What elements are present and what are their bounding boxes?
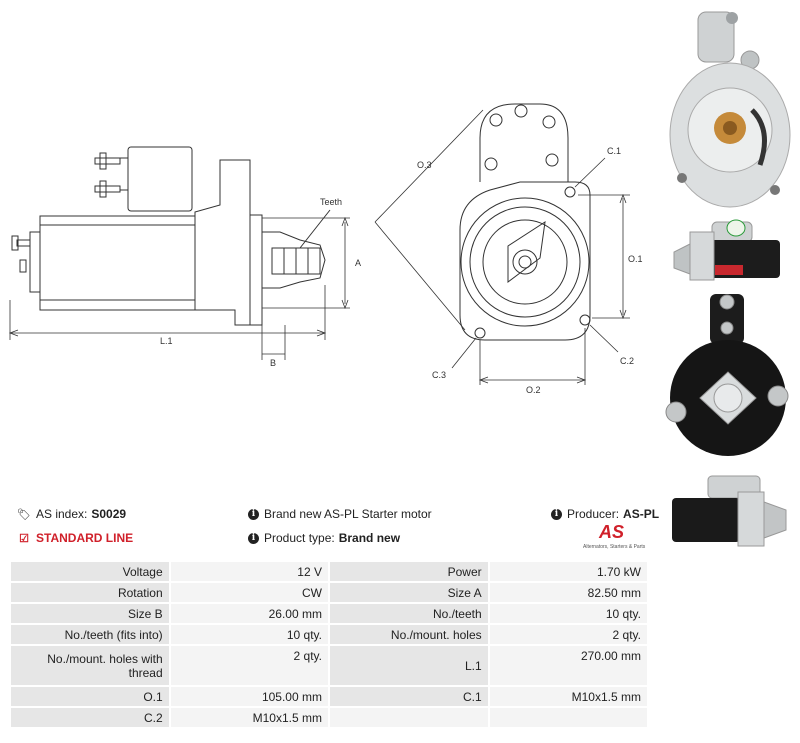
standard-line-badge: ☑ STANDARD LINE — [17, 531, 133, 545]
check-square-icon: ☑ — [19, 532, 29, 545]
photo-side-view-2 — [672, 475, 787, 547]
label-c2: C.2 — [620, 356, 634, 366]
as-index: 🏷︎ AS index: S0029 — [17, 507, 127, 521]
product-type: i Product type: Brand new — [248, 531, 400, 545]
product-info: 🏷︎ AS index: S0029 i Brand new AS-PL Sta… — [0, 500, 660, 558]
table-row: No./teeth (fits into)10 qty.No./mount. h… — [9, 623, 650, 646]
spec-value: M10x1.5 mm — [168, 706, 330, 729]
info-icon: i — [248, 532, 259, 544]
solenoid-body — [127, 146, 193, 212]
spec-value: 82.50 mm — [487, 581, 650, 604]
photo-front-view — [669, 11, 791, 208]
mounting-flange — [479, 103, 569, 182]
photo-side-view — [673, 219, 780, 281]
hole-c2 — [579, 314, 591, 326]
spec-key: No./teeth (fits into) — [9, 623, 171, 646]
spec-key: No./mount. holes with thread — [9, 644, 171, 687]
as-pl-logo: AS Alternators, Starters & Parts — [583, 522, 646, 550]
technical-drawing: Teeth A B L.1 O.3 C.1 O.1 C.2 C.3 O.2 — [8, 103, 643, 395]
spec-key: Size B — [9, 602, 171, 625]
producer: i Producer: AS-PL — [551, 507, 659, 521]
spec-key: Rotation — [9, 581, 171, 604]
label-o2: O.2 — [526, 385, 541, 395]
label-o3: O.3 — [417, 160, 432, 170]
spec-key: O.1 — [9, 685, 171, 708]
spec-key: No./mount. holes — [327, 623, 490, 646]
info-icon: i — [551, 508, 562, 520]
spec-value: 2 qty. — [487, 623, 650, 646]
as-index-value: S0029 — [91, 507, 127, 521]
spec-key: Voltage — [9, 560, 171, 583]
spec-value: 270.00 mm — [487, 644, 650, 687]
spec-key: C.1 — [327, 685, 490, 708]
spec-value: 2 qty. — [168, 644, 330, 687]
spec-key: C.2 — [9, 706, 171, 729]
spec-value: M10x1.5 mm — [487, 685, 650, 708]
spec-value: 105.00 mm — [168, 685, 330, 708]
spec-value — [487, 706, 650, 729]
photo-rear-view — [665, 294, 789, 456]
front-housing — [459, 181, 591, 341]
tags-icon: 🏷︎ — [17, 508, 31, 521]
motor-body — [39, 159, 251, 326]
label-o1: O.1 — [628, 254, 643, 264]
product-description: i Brand new AS-PL Starter motor — [248, 507, 432, 521]
label-c3: C.3 — [432, 370, 446, 380]
spec-key: Power — [327, 560, 490, 583]
spec-key: No./teeth — [327, 602, 490, 625]
label-b: B — [270, 358, 276, 368]
spec-value: 1.70 kW — [487, 560, 650, 583]
spec-value: 10 qty. — [487, 602, 650, 625]
label-c1: C.1 — [607, 146, 621, 156]
label-l1: L.1 — [160, 336, 173, 346]
spec-value: 10 qty. — [168, 623, 330, 646]
label-teeth: Teeth — [320, 197, 342, 207]
spec-value: CW — [168, 581, 330, 604]
product-type-value: Brand new — [338, 531, 401, 545]
hole-c3 — [474, 327, 486, 339]
producer-value: AS-PL — [623, 507, 660, 521]
spec-key: L.1 — [327, 644, 490, 687]
drive-end — [250, 214, 263, 326]
label-a: A — [355, 258, 361, 268]
product-photos — [665, 11, 791, 547]
spec-value: 26.00 mm — [168, 602, 330, 625]
spec-value: 12 V — [168, 560, 330, 583]
hole-c1 — [564, 186, 576, 198]
spec-key — [327, 706, 490, 729]
info-icon: i — [248, 508, 259, 520]
spec-key: Size A — [327, 581, 490, 604]
